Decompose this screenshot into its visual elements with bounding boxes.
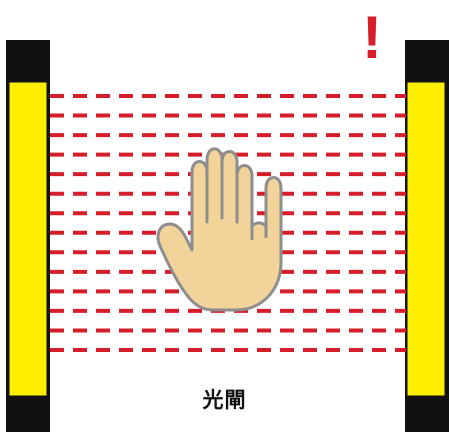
right-light-curtain (405, 40, 449, 432)
caption-label: 光閘 (0, 384, 449, 414)
left-light-curtain (6, 40, 50, 432)
right-curtain-lens (407, 82, 445, 396)
left-curtain-lens (9, 82, 47, 396)
exclamation-icon: ! (362, 4, 382, 71)
